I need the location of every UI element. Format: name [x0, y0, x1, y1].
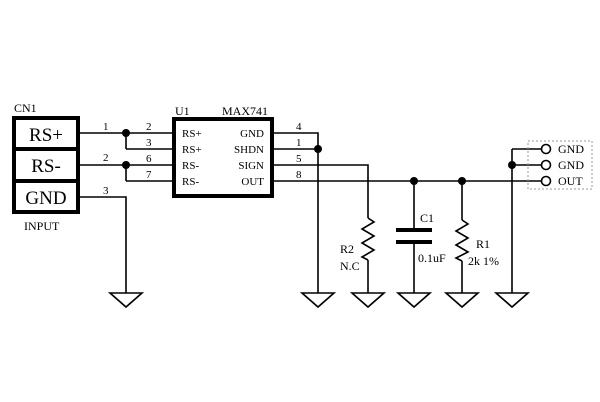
ground-symbol-icon — [493, 292, 531, 309]
cn1-row-gnd: GND — [25, 188, 66, 209]
c1-ref: C1 — [420, 211, 434, 225]
cn1-ref: CN1 — [14, 101, 37, 115]
ground-symbol-icon — [349, 292, 387, 309]
output-label-gnd: GND — [558, 158, 584, 172]
cn1-pin-number: 3 — [103, 185, 109, 197]
ground-symbol-icon — [443, 292, 481, 309]
u1-pin-name: RS+ — [182, 144, 202, 156]
r1-ref: R1 — [476, 237, 490, 251]
cn1-caption: INPUT — [24, 219, 60, 233]
resistor-r2: R2 N.C — [340, 217, 376, 293]
terminal-circle — [540, 175, 552, 187]
u1-pin-number: 3 — [146, 137, 152, 149]
u1-pin-name: SHDN — [234, 144, 264, 156]
r2-value: N.C — [340, 259, 360, 273]
junction-dot — [314, 145, 322, 153]
junction-dot — [122, 129, 130, 137]
u1-ref: U1 — [175, 104, 190, 118]
u1-pin-name: RS+ — [182, 128, 202, 140]
r2-zigzag — [360, 217, 376, 261]
terminal-circle — [540, 143, 552, 155]
u1-body — [172, 117, 274, 198]
u1-part: MAX741 — [222, 104, 268, 118]
wire — [78, 196, 127, 293]
u1-pin-name: SIGN — [238, 160, 264, 172]
output-connector: GND GND OUT — [527, 140, 593, 190]
c1-value: 0.1uF — [418, 251, 446, 265]
cn1-row-rs-minus: RS- — [31, 156, 61, 177]
u1-pin-name: OUT — [241, 176, 264, 188]
u1-pin-name: GND — [240, 128, 264, 140]
ground-symbol-icon — [107, 292, 145, 309]
ground-symbol-icon — [395, 292, 433, 309]
connector-cn1: CN1 RS+ RS- GND INPUT 1 2 3 — [12, 101, 109, 233]
ground-symbols — [107, 292, 531, 309]
r2-ref: R2 — [340, 242, 354, 256]
wire — [272, 164, 369, 218]
ground-symbol-icon — [299, 292, 337, 309]
u1-pin-number: 6 — [146, 153, 152, 165]
u1-pin-number: 7 — [146, 169, 152, 181]
r1-zigzag — [454, 219, 470, 262]
r1-value: 2k 1% — [468, 254, 499, 268]
output-connector-outline — [527, 140, 593, 190]
output-label-gnd: GND — [558, 142, 584, 156]
cn1-pin-number: 1 — [103, 121, 109, 133]
resistor-r1: R1 2k 1% — [454, 181, 499, 293]
junction-dot — [122, 161, 130, 169]
terminal-circle — [540, 159, 552, 171]
output-label-out: OUT — [558, 174, 583, 188]
input-wiring — [78, 129, 174, 293]
u1-pin-number: 8 — [296, 169, 302, 181]
capacitor-c1: C1 0.1uF — [396, 181, 446, 293]
ic-u1: U1 MAX741 2 3 6 7 RS+ RS+ RS- RS- GND SH… — [146, 104, 302, 198]
u1-pin-name: RS- — [182, 160, 199, 172]
u1-pin-number: 4 — [296, 121, 302, 133]
junction-dot — [508, 161, 516, 169]
cn1-pin-number: 2 — [103, 152, 109, 164]
output-wiring — [272, 132, 546, 293]
u1-pin-number: 1 — [296, 137, 302, 149]
wire — [272, 132, 319, 293]
u1-pin-number: 2 — [146, 121, 152, 133]
u1-pin-number: 5 — [296, 153, 302, 165]
u1-pin-name: RS- — [182, 176, 199, 188]
cn1-row-rs-plus: RS+ — [29, 125, 63, 146]
